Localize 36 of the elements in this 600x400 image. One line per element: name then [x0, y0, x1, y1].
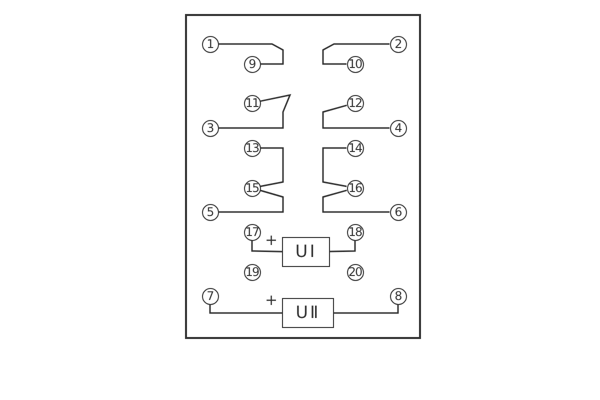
- coil-box: UⅠ: [282, 237, 330, 267]
- terminal-number: 15: [244, 180, 260, 196]
- terminal-number: 7: [202, 288, 218, 304]
- polarity-sign: +: [265, 293, 278, 308]
- terminal-number: 6: [390, 204, 406, 220]
- terminal-number: 16: [346, 180, 364, 196]
- terminal-number: 11: [244, 94, 260, 112]
- terminal-number: 2: [390, 36, 406, 52]
- wire: [218, 94, 292, 129]
- wire: [330, 240, 356, 252]
- terminal-number: 1: [202, 36, 218, 52]
- wire: [322, 43, 390, 65]
- terminal-number: 13: [244, 140, 260, 156]
- wire: [251, 240, 282, 252]
- wire: [322, 104, 390, 129]
- terminal-number: 4: [390, 120, 406, 136]
- terminal-number: 14: [346, 140, 364, 156]
- wire: [260, 147, 284, 188]
- wire: [218, 190, 284, 213]
- wire: [218, 43, 284, 65]
- wire: [209, 304, 282, 314]
- terminal-number: 18: [346, 224, 364, 240]
- terminal-number: 12: [346, 94, 364, 112]
- terminal-number: 20: [346, 264, 364, 280]
- terminal-number: 3: [202, 120, 218, 136]
- terminal-number: 10: [346, 56, 364, 72]
- terminal-number: 5: [202, 204, 218, 220]
- terminal-number: 17: [244, 224, 260, 240]
- terminal-number: 9: [244, 56, 260, 72]
- wire: [334, 304, 399, 314]
- terminal-number: 19: [244, 264, 260, 280]
- wire: [322, 190, 390, 213]
- polarity-sign: +: [265, 233, 278, 248]
- coil-box: UⅡ: [282, 298, 334, 328]
- terminal-number: 8: [390, 288, 406, 304]
- wire: [322, 147, 347, 188]
